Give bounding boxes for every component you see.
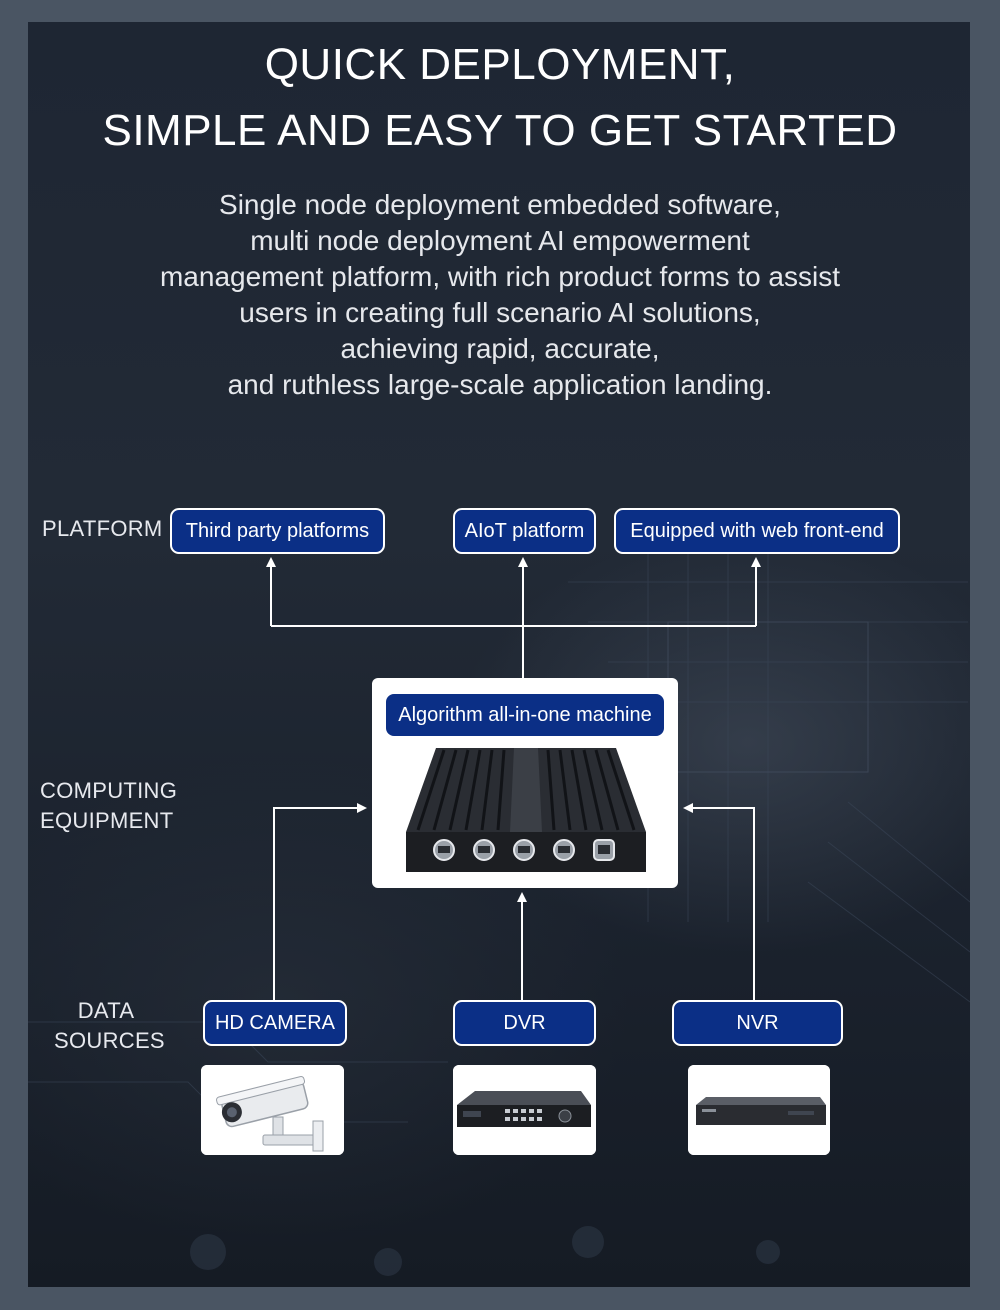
hd-camera-image (201, 1065, 344, 1155)
computing-equipment-card[interactable]: Algorithm all-in-one machine (372, 678, 678, 888)
machine-label: Algorithm all-in-one machine (386, 694, 664, 736)
row-label-line: EQUIPMENT (40, 808, 174, 833)
platform-aiot[interactable]: AIoT platform (453, 508, 596, 554)
row-label-data-sources: DATA SOURCES (54, 996, 165, 1056)
description-line: users in creating full scenario AI solut… (239, 297, 761, 328)
description-line: Single node deployment embedded software… (219, 189, 781, 220)
row-label-line: SOURCES (54, 1028, 165, 1053)
dvr-image (453, 1065, 596, 1155)
description-line: management platform, with rich product f… (159, 261, 841, 292)
row-label-platform: PLATFORM (42, 516, 163, 541)
edge-computer-icon (406, 748, 646, 872)
dvr-recorder-icon (453, 1065, 596, 1155)
row-label-computing: COMPUTING EQUIPMENT (40, 776, 177, 836)
source-hd-camera[interactable]: HD CAMERA (203, 1000, 347, 1046)
row-label-line: DATA (77, 998, 135, 1023)
description-line: achieving rapid, accurate, (340, 333, 660, 364)
description-line: multi node deployment AI empowerment (250, 225, 750, 256)
page-title-line-1: QUICK DEPLOYMENT, (264, 40, 736, 89)
description-line: and ruthless large-scale application lan… (227, 369, 773, 400)
platform-web-front-end[interactable]: Equipped with web front-end (614, 508, 900, 554)
security-camera-icon (201, 1065, 344, 1155)
source-nvr[interactable]: NVR (672, 1000, 843, 1046)
description: Single node deployment embedded software… (0, 187, 1000, 403)
platform-third-party[interactable]: Third party platforms (170, 508, 385, 554)
source-dvr[interactable]: DVR (453, 1000, 596, 1046)
nvr-image (688, 1065, 830, 1155)
row-label-line: COMPUTING (40, 778, 178, 803)
nvr-recorder-icon (688, 1065, 830, 1155)
page-title-line-2: SIMPLE AND EASY TO GET STARTED (102, 106, 898, 155)
